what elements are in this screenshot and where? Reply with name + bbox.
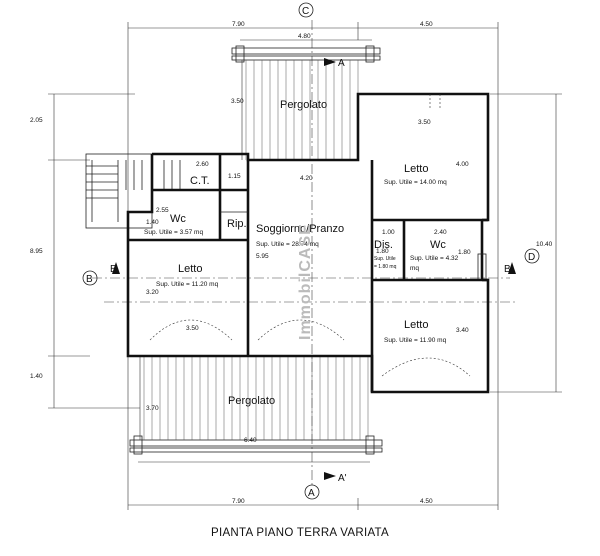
dim-soggiorno-w: 4.20 <box>300 175 313 182</box>
room-label-ct: C.T. <box>190 175 210 187</box>
room-area-soggiorno: Sup. Utile = 28.74 mq <box>256 241 319 248</box>
elevation-marker-a: A <box>304 484 320 500</box>
dim-pergola-bottom-w: 6.40 <box>244 437 257 444</box>
dim-dis-w: 1.00 <box>382 229 395 236</box>
elevation-marker-b: B <box>82 270 98 286</box>
dim-pergola-top-w: 4.80 <box>298 33 311 40</box>
dim-letto-left-h: 3.20 <box>146 289 159 296</box>
watermark: ImmobilCASE <box>297 223 314 340</box>
room-label-letto-left: Letto <box>178 263 202 275</box>
drawing-title: PIANTA PIANO TERRA VARIATA <box>211 527 389 539</box>
section-lines <box>92 20 516 488</box>
room-label-pergolato-top: Pergolato <box>280 99 327 111</box>
elevation-label-b: B <box>86 274 93 285</box>
dim-letto-left-w: 3.50 <box>186 325 199 332</box>
dim-pergola-bottom-h: 3.70 <box>146 405 159 412</box>
dim-letto-tr-w: 3.50 <box>418 119 431 126</box>
dim-bottom-right: 4.50 <box>420 498 433 505</box>
dim-left-3: 1.40 <box>30 373 43 380</box>
dim-right-total: 10.40 <box>536 241 553 248</box>
section-label-a: A <box>338 58 345 69</box>
room-label-rip: Rip. <box>227 218 247 230</box>
room-label-pergolato-bottom: Pergolato <box>228 395 275 407</box>
section-marker-a: A <box>324 58 345 69</box>
room-area-wc-right-l2: mq <box>410 265 419 272</box>
dim-dis-h: 1.80 <box>376 248 389 255</box>
room-area-letto-bottom-right: Sup. Utile = 11.90 mq <box>384 337 447 344</box>
section-marker-a-prime: A' <box>324 472 347 484</box>
elevation-label-a: A <box>308 488 315 499</box>
dimension-lines <box>48 22 562 510</box>
dim-top-right: 4.50 <box>420 21 433 28</box>
section-label-a-prime: A' <box>338 473 347 484</box>
pergola-bottom <box>129 356 383 463</box>
section-label-b: B <box>110 264 117 275</box>
dim-letto-tr-h: 4.00 <box>456 161 469 168</box>
room-label-dis: Dis. <box>374 239 393 251</box>
door-swings <box>149 94 471 377</box>
dim-wc-right-h: 1.80 <box>458 249 471 256</box>
dim-wc-left-h: 1.40 <box>146 219 159 226</box>
room-label-wc-left: Wc <box>170 213 186 225</box>
dim-left-1: 2.05 <box>30 117 43 124</box>
elevation-label-d: D <box>528 252 535 263</box>
elevation-marker-c: C <box>298 2 314 18</box>
elevation-marker-d: D <box>524 248 540 264</box>
interior-walls <box>128 154 488 392</box>
dim-pergola-top-h: 3.50 <box>231 98 244 105</box>
dim-ct-w: 2.60 <box>196 161 209 168</box>
dim-wc-right-w: 2.40 <box>434 229 447 236</box>
pergola-top <box>231 39 381 160</box>
dim-left-2: 8.95 <box>30 248 43 255</box>
dim-soggiorno-h: 5.95 <box>256 253 269 260</box>
room-area-wc-left: Sup. Utile = 3.57 mq <box>144 229 203 236</box>
room-area-letto-left: Sup. Utile = 11.20 mq <box>156 281 219 288</box>
room-label-soggiorno: Soggiorno/Pranzo <box>256 223 344 235</box>
section-label-b-prime: B' <box>504 264 513 275</box>
dim-wc-left-w: 2.55 <box>156 207 169 214</box>
dim-ct-h: 1.15 <box>228 173 241 180</box>
room-label-wc-right: Wc <box>430 239 446 251</box>
elevation-label-c: C <box>302 6 309 17</box>
section-marker-b-prime: B' <box>504 262 516 275</box>
room-label-letto-top-right: Letto <box>404 163 428 175</box>
room-label-letto-bottom-right: Letto <box>404 319 428 331</box>
dim-top-left: 7.90 <box>232 21 245 28</box>
room-area-letto-top-right: Sup. Utile = 14.00 mq <box>384 179 447 186</box>
section-marker-b: B <box>110 262 120 275</box>
room-area-dis-l2: = 1.80 mq <box>374 264 397 270</box>
room-area-wc-right-l1: Sup. Utile = 4.32 <box>410 255 459 262</box>
dim-letto-br-h: 3.40 <box>456 327 469 334</box>
dim-bottom-left: 7.90 <box>232 498 245 505</box>
room-area-dis-l1: Sup. Utile <box>374 256 396 262</box>
